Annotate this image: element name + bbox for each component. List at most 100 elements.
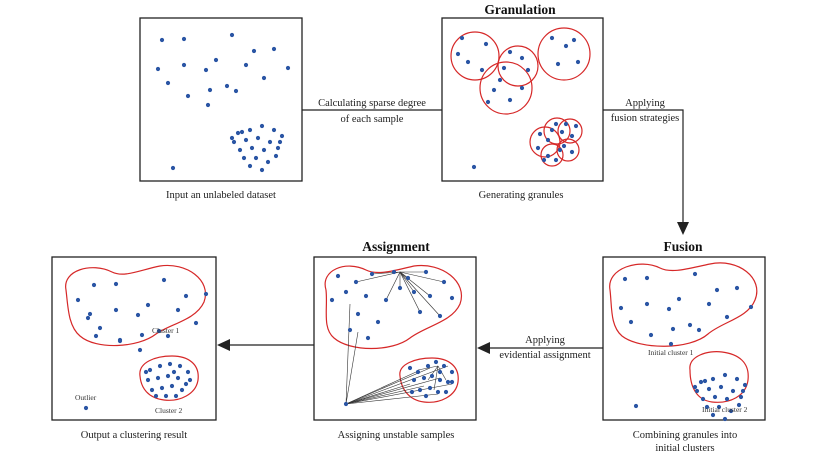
sample-point [724,396,730,402]
sample-point [255,135,261,141]
sample-point [391,269,397,275]
sample-point [233,88,239,94]
output-outlier-label: Outlier [75,393,97,402]
sample-point [213,57,219,63]
sample-point [145,377,151,383]
sample-point [455,51,461,57]
sample-point [670,326,676,332]
sample-point [465,59,471,65]
assignment-link [345,371,417,405]
sample-point [557,147,563,153]
sample-point [353,279,359,285]
sample-point [718,384,724,390]
sample-point [704,404,710,410]
sample-point [93,333,99,339]
assignment-link [399,271,421,313]
granule-circles [450,27,591,167]
sample-point [375,319,381,325]
sample-point [722,416,728,422]
sample-point [728,408,734,414]
sample-point [561,143,567,149]
sample-point [235,130,241,136]
sample-point [229,32,235,38]
sample-point [167,361,173,367]
sample-point [485,99,491,105]
sample-point [549,127,555,133]
sample-point [177,363,183,369]
assignment-link [345,331,359,405]
sample-point [159,37,165,43]
sample-point [525,67,531,73]
arrow-granulation-to-fusion [603,109,684,222]
granule-circle [497,45,539,87]
sample-point [740,388,746,394]
sample-point [329,297,335,303]
sample-point [275,145,281,151]
sample-point [139,332,145,338]
sample-point [175,375,181,381]
assignment-link [399,271,445,283]
sample-point [181,36,187,42]
sample-point [265,159,271,165]
sample-point [247,163,253,169]
sample-point [441,279,447,285]
sample-point [433,359,439,365]
sample-point [692,384,698,390]
sample-point [335,273,341,279]
arrow-evidential-label-line2: evidential assignment [499,350,590,361]
sample-point [247,127,253,133]
sample-point [449,379,455,385]
sample-point [736,402,742,408]
assignment-link [345,367,431,405]
sample-point [267,139,273,145]
fusion-cluster2-label: Initial cluster 2 [702,405,748,414]
sample-point [113,307,119,313]
fusion-panel-frame [602,256,766,421]
sample-point [343,289,349,295]
sample-point [535,145,541,151]
sample-point [555,61,561,67]
assignment-link [345,365,449,405]
sample-point [161,277,167,283]
fusion-panel: Fusion Initial cluster 1 Initial cluster… [602,239,766,454]
sample-point [633,403,639,409]
sample-point [279,133,285,139]
sample-point [694,388,700,394]
arrow-granulation-to-fusion-head [677,222,689,235]
sample-point [644,275,650,281]
assignment-link [345,377,441,405]
sample-point [742,382,748,388]
sample-point [559,129,565,135]
sample-point [135,312,141,318]
sample-point [563,43,569,49]
assignment-link [345,385,425,405]
sample-point [155,66,161,72]
sample-point [644,301,650,307]
sample-point [203,67,209,73]
sample-point [343,401,349,407]
sample-point [696,327,702,333]
sample-point [437,377,443,383]
input-panel-frame [139,17,303,182]
sample-point [159,385,165,391]
sample-point [423,269,429,275]
sample-point [277,139,283,145]
sample-point [575,59,581,65]
assignment-heading: Assignment [362,239,430,254]
sample-point [369,271,375,277]
sample-point [692,271,698,277]
sample-point [383,297,389,303]
sample-point [417,387,423,393]
granule-circle [537,27,591,81]
assignment-samples [329,269,455,407]
sample-point [205,102,211,108]
sample-point [149,387,155,393]
sample-point [251,48,257,54]
sample-point [253,155,259,161]
input-panel: Input an unlabeled dataset [139,17,303,201]
sample-point [75,297,81,303]
fusion-caption-line1: Combining granules into [633,430,737,441]
sample-point [483,41,489,47]
sample-point [734,285,740,291]
